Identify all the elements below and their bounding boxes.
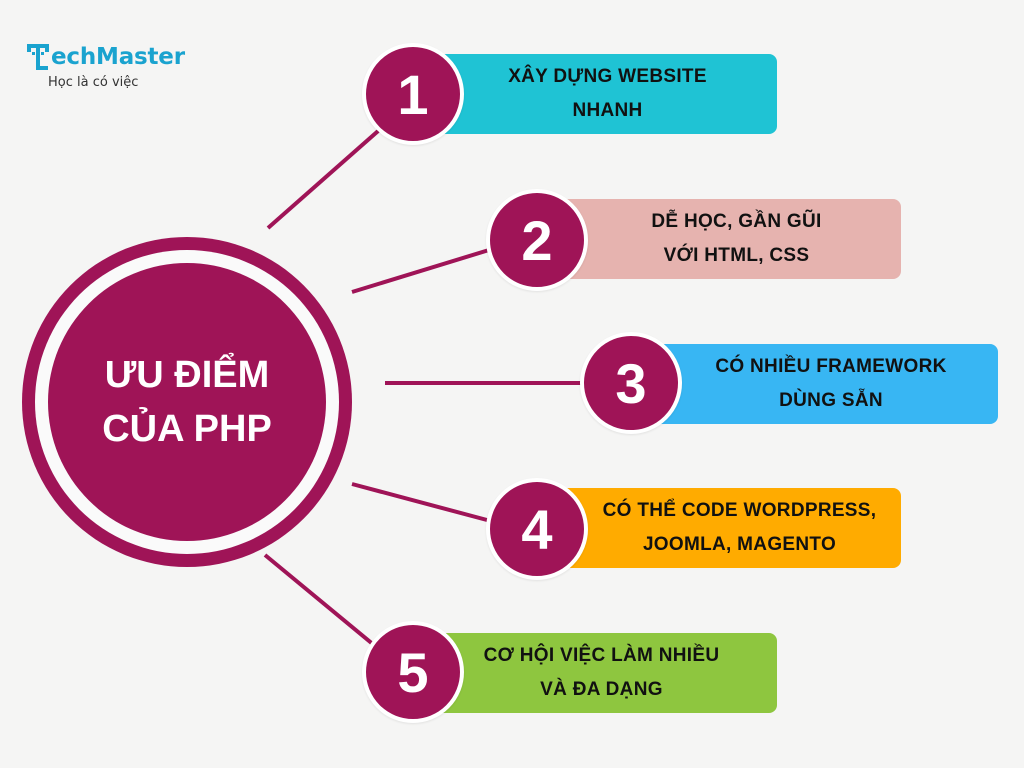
logo-wordmark: echMaster	[51, 44, 185, 70]
connector-4	[351, 482, 503, 526]
center-circle-ring: ƯU ĐIỂM CỦA PHP	[35, 250, 339, 554]
item-1-text-line1: XÂY DỰNG WEBSITE	[508, 66, 707, 87]
techmaster-logo: echMaster Học là có việc	[26, 42, 226, 102]
item-1-box: XÂY DỰNG WEBSITE NHANH	[420, 54, 777, 134]
connector-5	[263, 553, 388, 657]
center-title-line1: ƯU ĐIỂM	[104, 354, 270, 396]
center-circle-core: ƯU ĐIỂM CỦA PHP	[48, 263, 326, 541]
item-4-box: CÓ THỂ CODE WORDPRESS, JOOMLA, MAGENTO	[560, 488, 901, 568]
connector-2	[351, 244, 503, 294]
item-3-text-line2: DÙNG SẴN	[779, 390, 883, 411]
item-4: CÓ THỂ CODE WORDPRESS, JOOMLA, MAGENTO 4	[0, 478, 1024, 580]
item-3-box: CÓ NHIỀU FRAMEWORK DÙNG SẴN	[640, 344, 998, 424]
item-3: CÓ NHIỀU FRAMEWORK DÙNG SẴN 3	[0, 332, 1024, 434]
item-3-text-line1: CÓ NHIỀU FRAMEWORK	[715, 356, 947, 377]
item-2-text-line2: VỚI HTML, CSS	[663, 245, 810, 266]
techmaster-logo-icon	[27, 44, 49, 70]
item-2-text-line1: DỄ HỌC, GẦN GŨI	[651, 211, 822, 232]
item-5: CƠ HỘI VIỆC LÀM NHIỀU VÀ ĐA DẠNG 5	[0, 621, 1024, 723]
center-circle: ƯU ĐIỂM CỦA PHP	[22, 237, 352, 567]
item-2-box: DỄ HỌC, GẦN GŨI VỚI HTML, CSS	[560, 199, 901, 279]
connector-1	[266, 122, 388, 230]
logo-tagline: Học là có việc	[48, 75, 139, 90]
item-4-text-line2: JOOMLA, MAGENTO	[642, 534, 837, 555]
item-5-box: CƠ HỘI VIỆC LÀM NHIỀU VÀ ĐA DẠNG	[420, 633, 777, 713]
item-1-number: 1	[362, 43, 464, 145]
item-4-number: 4	[486, 478, 588, 580]
item-5-text-line2: VÀ ĐA DẠNG	[540, 679, 663, 700]
item-2-number: 2	[486, 189, 588, 291]
center-title-line2: CỦA PHP	[102, 408, 272, 450]
item-1: XÂY DỰNG WEBSITE NHANH 1	[0, 43, 1024, 145]
item-2: DỄ HỌC, GẦN GŨI VỚI HTML, CSS 2	[0, 189, 1024, 291]
item-1-text-line2: NHANH	[572, 100, 643, 121]
item-3-number: 3	[580, 332, 682, 434]
item-4-text-line1: CÓ THỂ CODE WORDPRESS,	[602, 500, 877, 521]
item-5-text-line1: CƠ HỘI VIỆC LÀM NHIỀU	[483, 645, 720, 666]
item-5-number: 5	[362, 621, 464, 723]
